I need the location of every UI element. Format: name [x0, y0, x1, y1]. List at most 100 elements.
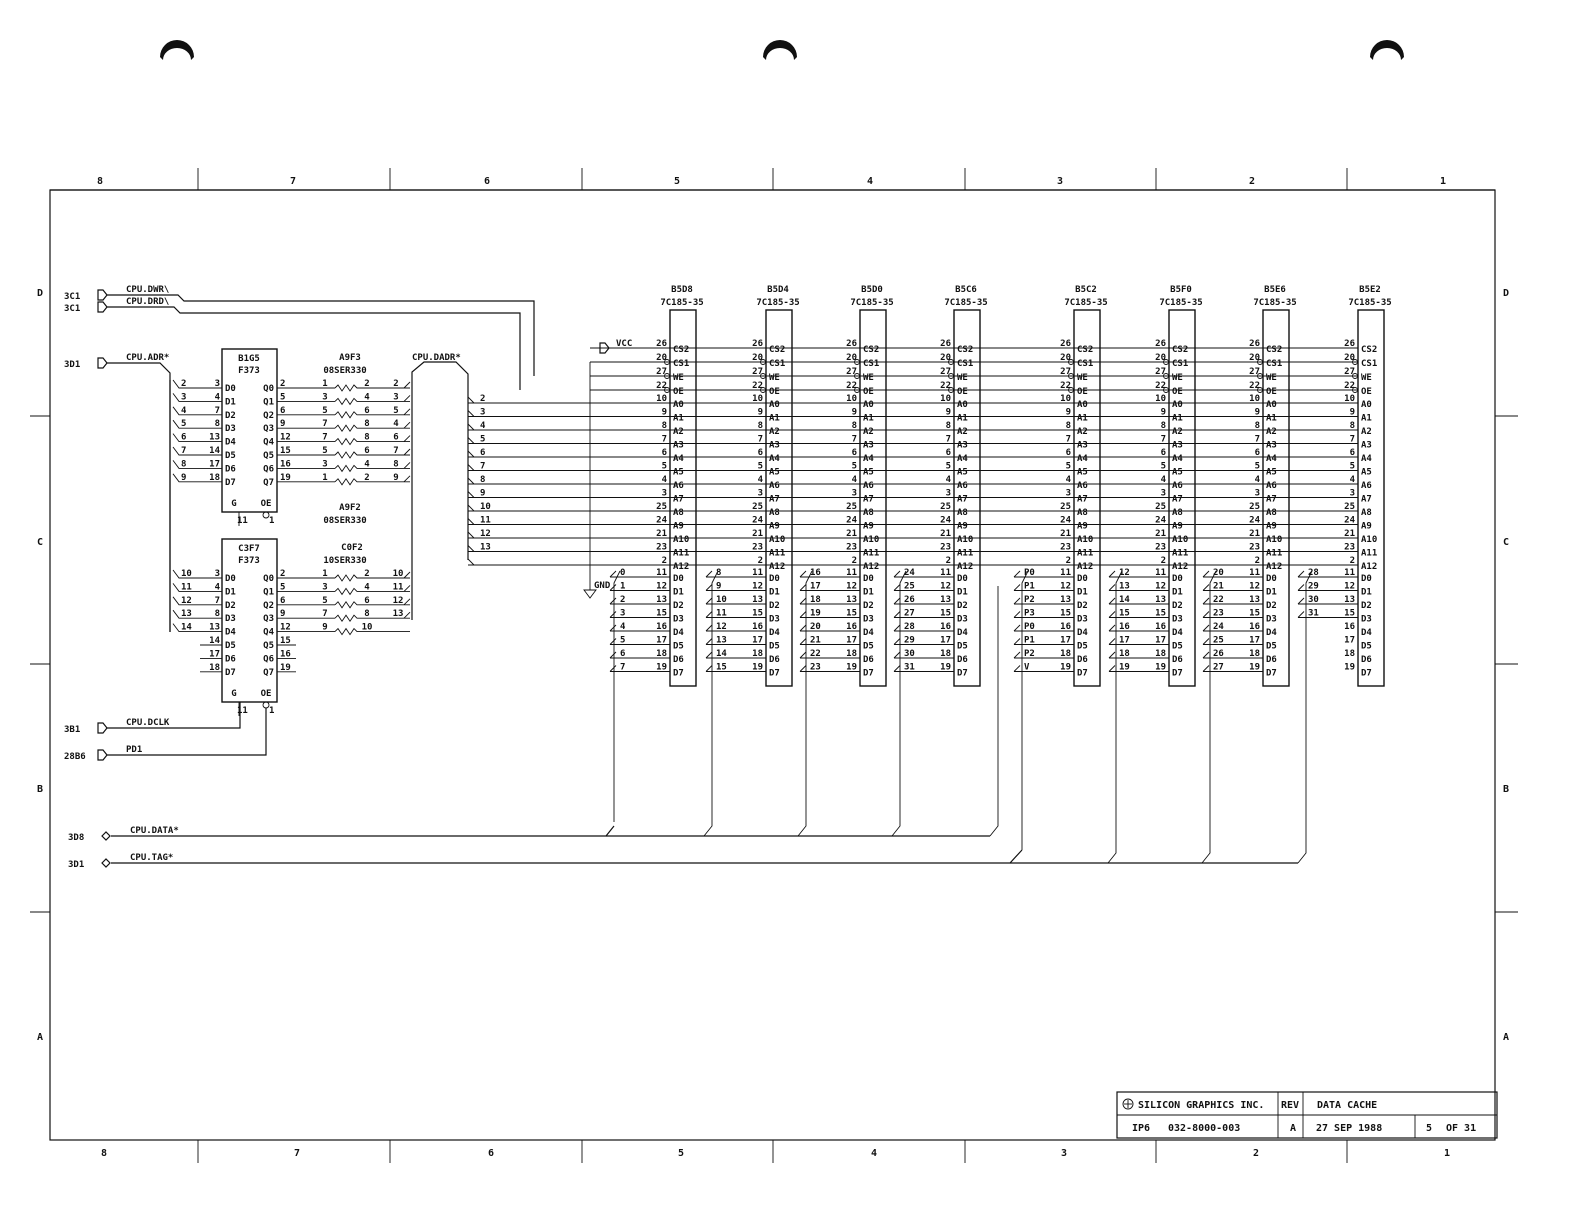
pin-name: A1 — [769, 414, 780, 424]
bus-entry — [1108, 624, 1116, 632]
pin-number: 20 — [940, 353, 951, 363]
bit-label: 20 — [1213, 568, 1224, 578]
pin-number: 3 — [1350, 489, 1355, 499]
pin-name: A2 — [1361, 427, 1372, 437]
port-symbol — [97, 357, 108, 369]
pin-name: WE — [1361, 373, 1372, 383]
pin-number: 3 — [1066, 489, 1071, 499]
bus-number: 5 — [181, 419, 186, 429]
column-label-top: 2 — [1249, 176, 1255, 187]
pin-number: 15 — [1060, 609, 1071, 619]
bit-label: P2 — [1024, 649, 1035, 659]
bus-number: 2 — [393, 379, 398, 389]
pin-name: D1 — [1361, 588, 1372, 598]
pin-number: 20 — [752, 353, 763, 363]
bus-entry — [1202, 584, 1210, 591]
bit-label: 23 — [1213, 609, 1224, 619]
pin-number: 13 — [1249, 595, 1260, 605]
resistor-symbol — [334, 451, 360, 459]
bus-entry — [172, 460, 200, 469]
pin-name: OE — [1172, 387, 1183, 397]
pin-number: 14 — [209, 636, 220, 646]
data-bus-drop — [1115, 570, 1123, 850]
bit-label: 0 — [620, 568, 625, 578]
bus-entry — [799, 611, 807, 618]
pin-name: D5 — [1361, 642, 1372, 652]
pin-number: 4 — [1255, 475, 1261, 485]
bit-label: 8 — [716, 568, 721, 578]
pin-number: 22 — [940, 381, 951, 391]
pin-number: 18 — [752, 649, 763, 659]
pin-name: CS1 — [1266, 359, 1282, 369]
resistor-symbol — [334, 627, 360, 636]
pin-number: 13 — [1060, 595, 1071, 605]
bus-entry — [893, 570, 901, 578]
pin-name: A5 — [1266, 468, 1277, 478]
bit-label: 18 — [810, 595, 821, 605]
bus-entry — [893, 611, 901, 618]
bus-entry — [1297, 570, 1305, 578]
pin-number: 27 — [940, 367, 951, 377]
pin-name: A3 — [769, 441, 780, 451]
pin-number: 10 — [846, 394, 857, 404]
pin-number: 4 — [852, 475, 858, 485]
bus-number: 9 — [181, 473, 186, 483]
bus-entry — [1108, 597, 1116, 605]
cpu-data-bus — [111, 825, 615, 837]
pin-number: 26 — [846, 339, 857, 349]
pin-number: 17 — [752, 636, 763, 646]
pin-number: 9 — [1161, 408, 1166, 418]
bus-entry — [1013, 665, 1021, 672]
pin-name: D3 — [769, 615, 780, 625]
rpack-pin: 6 — [364, 446, 369, 456]
pin-name: CS2 — [1266, 345, 1282, 355]
pin-number: 8 — [852, 421, 857, 431]
bus-number: 3 — [181, 392, 186, 402]
pin-number: 18 — [209, 473, 220, 483]
bus-number: 12 — [393, 596, 404, 606]
wire-pd1 — [107, 708, 267, 756]
bit-label: 12 — [716, 622, 727, 632]
port-ref: 3B1 — [64, 725, 80, 735]
wire-cpu-adr — [107, 362, 171, 632]
pin-number: 25 — [656, 502, 667, 512]
bus-number: 14 — [181, 623, 192, 633]
pin-number: 10 — [1155, 394, 1166, 404]
sram-ref: B5D8 — [671, 285, 693, 295]
bit-label: P3 — [1024, 609, 1035, 619]
wire-cpu-dclk — [107, 702, 241, 729]
pin-name: A9 — [1266, 522, 1277, 532]
bus-number: 6 — [480, 448, 485, 458]
bus-entry — [609, 597, 617, 605]
bit-label: 19 — [810, 609, 821, 619]
data-bus-drop — [711, 570, 719, 822]
pin-number: 24 — [1155, 516, 1166, 526]
pin-number: 2 — [1161, 556, 1166, 566]
pin-name: CS1 — [1172, 359, 1188, 369]
row-label-left: A — [37, 1032, 43, 1043]
pin-name: A2 — [1172, 427, 1183, 437]
pin-name: D5 — [1172, 642, 1183, 652]
pin-number: 18 — [209, 663, 220, 673]
pin-name: D5 — [1266, 642, 1277, 652]
bus-entry — [705, 597, 713, 605]
bus-join — [703, 822, 713, 837]
bus-entry — [403, 475, 411, 483]
pin-number: 24 — [656, 516, 667, 526]
pin-number: 27 — [1344, 367, 1355, 377]
pin-name: A1 — [673, 414, 684, 424]
pin-number: 6 — [280, 596, 285, 606]
port-connectors: 3C1CPU.DWR\3C1CPU.DRD\3D1CPU.ADR*3B1CPU.… — [64, 285, 179, 870]
pin-number: 21 — [846, 529, 857, 539]
drawing-date: 27 SEP 1988 — [1316, 1123, 1382, 1134]
port-ref: 3C1 — [64, 304, 80, 314]
pin-name: D3 — [1266, 615, 1277, 625]
bus-entry — [403, 462, 411, 469]
pin-name: D3 — [863, 615, 874, 625]
row-label-right: B — [1503, 784, 1509, 795]
pin-name: G — [231, 689, 236, 699]
sram-body — [859, 309, 887, 687]
pin-name: D3 — [1172, 615, 1183, 625]
pin-name: Q0 — [263, 574, 274, 584]
pin-number: 13 — [209, 433, 220, 443]
